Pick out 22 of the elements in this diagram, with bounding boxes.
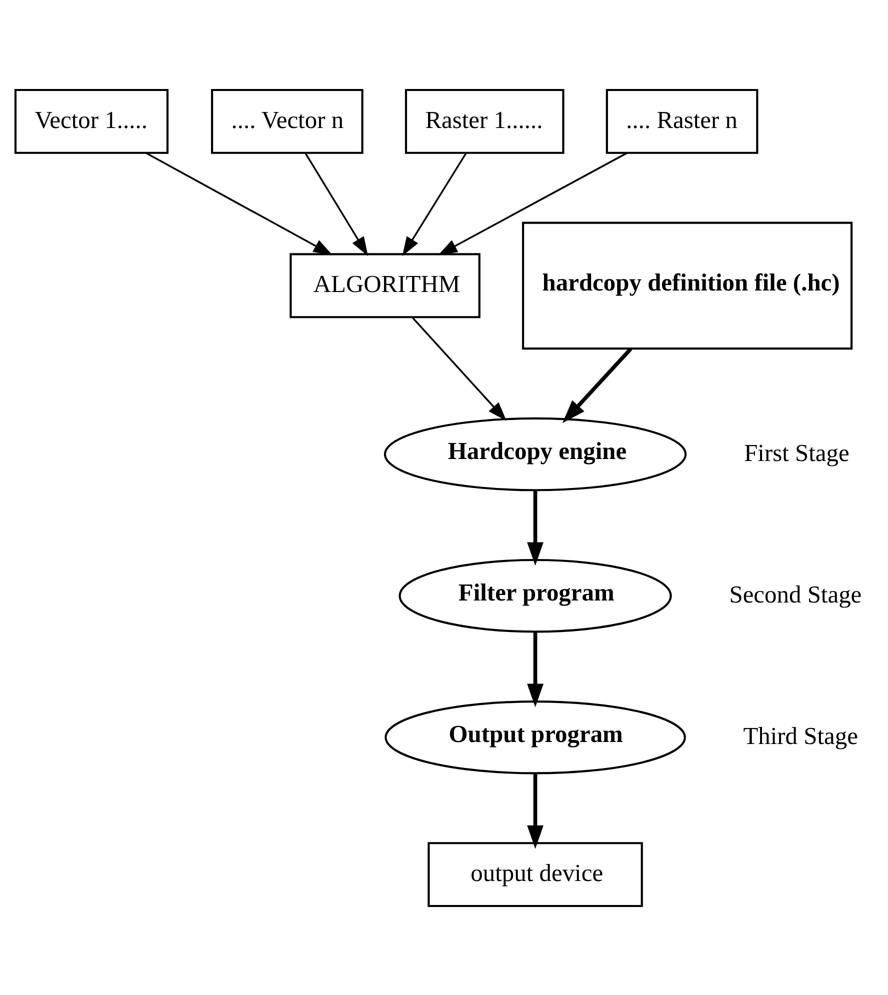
node-ellipse: Filter program: [398, 558, 672, 632]
arrow: [562, 347, 632, 423]
arrow: [146, 152, 333, 255]
arrow: [304, 152, 368, 256]
node-ellipse: Output program: [384, 700, 686, 774]
node-box: .... Vector n: [211, 88, 364, 154]
node-box: Raster 1......: [404, 88, 564, 154]
label: Second Stage: [729, 580, 862, 608]
arrow: [402, 152, 467, 256]
node-ellipse: Hardcopy engine: [384, 416, 687, 491]
arrow: [527, 773, 544, 848]
node-box: .... Raster n: [606, 88, 758, 154]
arrow: [527, 631, 544, 707]
node-box: hardcopy definition file (.hc): [522, 221, 853, 350]
label: First Stage: [744, 439, 850, 466]
arrow: [438, 152, 628, 255]
node-box: ALGORITHM: [290, 252, 480, 318]
node-box: output device: [428, 842, 643, 907]
label: Third Stage: [743, 722, 858, 750]
arrow: [412, 316, 507, 420]
arrow: [527, 490, 544, 566]
node-box: Vector 1.....: [14, 88, 169, 154]
